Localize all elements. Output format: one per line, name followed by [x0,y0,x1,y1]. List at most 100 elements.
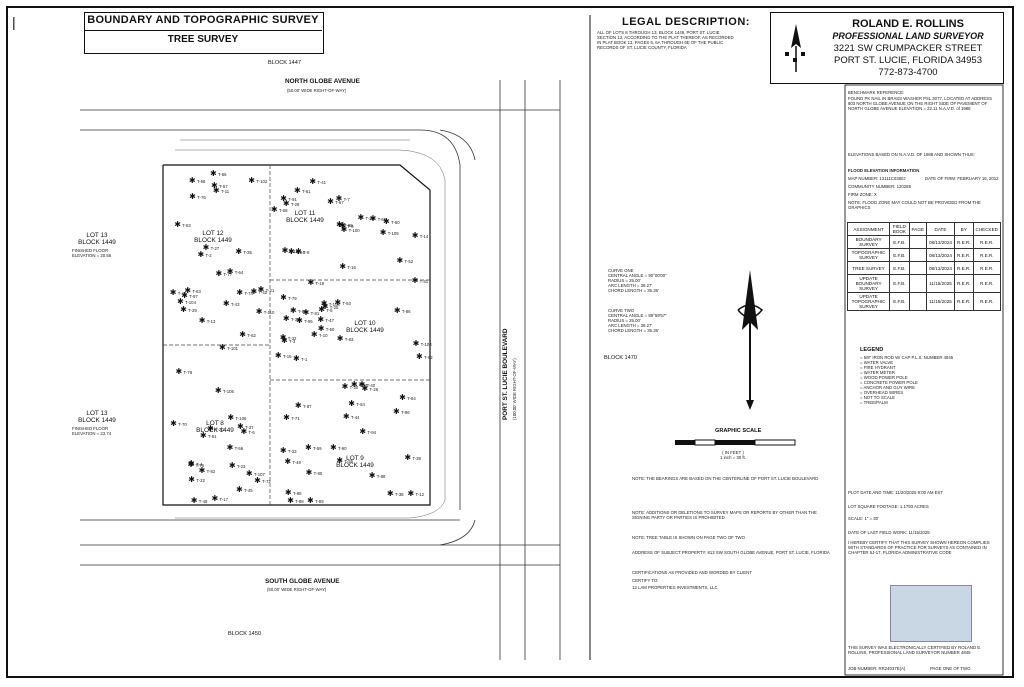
tree-icon: ✱ [359,427,367,437]
tree-icon: ✱ [404,452,412,462]
tree-label: T-9 [347,224,354,230]
tree-icon: ✱ [281,336,288,346]
tree-label: T-72 [262,478,271,484]
tree-icon: ✱ [407,489,415,499]
tree-label: T-32 [287,335,297,341]
tree-label: T-21 [265,287,275,293]
tree-label: T-85 [292,491,302,497]
tree-icon: ✱ [305,468,313,477]
tree-icon: ✱ [412,338,420,348]
tree-icon: ✱ [215,269,223,279]
tree-icon: ✱ [350,379,358,389]
tree-icon: ✱ [190,495,198,505]
tree-icon: ✱ [184,286,192,296]
tree-label: T-41 [317,179,327,185]
table-cell: R.E.R. [953,235,974,249]
tree-label: T-24 [296,249,305,255]
table-cell: R.E.R. [953,261,974,275]
tree-icon: ✱ [187,459,195,469]
tree-label: T-108 [328,302,340,308]
tree-icon: ✱ [181,290,188,300]
table-header-cell: BY [953,222,974,236]
survey-title: BOUNDARY AND TOPOGRAPHIC SURVEY [87,14,319,26]
tree-icon: ✱ [411,276,419,286]
legend-item: = TREE/PALM [860,400,888,405]
table-header-cell: FIELD BOOK [889,222,910,236]
tree-label: T-77 [223,272,233,278]
tree-label: T-29 [188,308,197,314]
table-cell: R.E.R. [972,261,1002,275]
tree-label: T-25 [329,304,339,310]
tree-label: T-56 [234,446,244,452]
tree-label: T-40 [366,383,376,389]
tree-icon: ✱ [416,352,423,362]
tree-icon: ✱ [214,385,222,395]
certification-note: CERTIFICATIONS AS PROVIDED AND WORDED BY… [632,570,752,575]
tree-icon: ✱ [386,488,394,498]
tree-label: T-91 [288,196,297,202]
tree-label: T-78 [183,370,193,376]
legend-item: = WATER METER [860,370,895,375]
tree-label: T-104 [184,300,196,306]
tree-label: T-105 [222,388,234,394]
tree-icon: ✱ [236,484,243,494]
tree-label: T-87 [302,403,312,409]
tree-label: T-97 [189,293,198,299]
table-cell: R.E.R. [972,248,1002,262]
table-cell: R.E.R. [972,235,1002,249]
street-south-label: SOUTH GLOBE AVENUE [265,578,340,585]
tree-label: T-23 [236,463,246,469]
tree-label: T-45 [244,487,253,493]
tree-label: T-102 [256,179,268,185]
tree-icon: ✱ [222,298,230,308]
tree-icon: ✱ [307,278,315,288]
tree-icon: ✱ [255,306,263,316]
tree-icon: ✱ [294,400,302,410]
tree-label: T-92 [424,355,433,361]
tree-label: T-12 [415,492,425,498]
tree-icon: ✱ [335,194,343,204]
tree-label: T-48 [198,498,208,504]
tree-label: T-67 [335,200,344,206]
tree-label: T-83 [344,336,354,342]
tree-icon: ✱ [304,443,312,453]
tree-label: T-106 [235,416,247,422]
tree-icon: ✱ [188,175,196,185]
tree-label: T-82 [206,468,216,474]
tree-label: T-57 [219,184,228,190]
tree-label: T-84 [407,395,416,401]
tree-icon: ✱ [202,242,210,252]
tree-label: T-37 [244,424,254,430]
tree-label: T-44 [350,415,360,421]
tree-label: T-22 [196,477,205,483]
tree-icon: ✱ [248,176,255,186]
tree-label: T-26 [369,387,379,393]
tree-label: T-14 [419,234,429,240]
tree-icon: ✱ [293,186,301,196]
curve-two-data: CURVE TWO CENTRAL ANGLE = 89°59'57" RADI… [608,308,667,333]
tree-label: T-93 [342,301,351,307]
flood-map-number: MAP NUMBER: 12111C0380J [848,176,906,181]
tree-label: T-74 [244,290,253,296]
flood-community: COMMUNITY NUMBER: 120285 [848,184,911,189]
tree-label: T-94 [367,430,377,436]
certify-to-label: CERTIFY TO: [632,578,659,583]
tree-label: T-42 [258,289,268,295]
tree-label: T-99 [344,222,353,228]
block-1447-label: BLOCK 1447 [268,60,301,66]
tree-label: T-107 [253,471,265,477]
flood-zone: FIRM ZONE: X [848,192,877,197]
legend-item: = NOT TO SCALE [860,395,895,400]
tree-icon: ✱ [174,219,181,229]
tree-label: T-79 [288,296,297,302]
tree-icon: ✱ [197,249,205,259]
tree-label: T-62 [247,333,256,339]
tree-label: T-28 [290,201,300,207]
tree-icon: ✱ [175,367,183,377]
tree-icon: ✱ [198,315,206,325]
table-cell: 08/13/2024 [925,261,955,275]
tree-label: T-51 [207,433,217,439]
table-cell: E.F.B. [889,274,910,293]
